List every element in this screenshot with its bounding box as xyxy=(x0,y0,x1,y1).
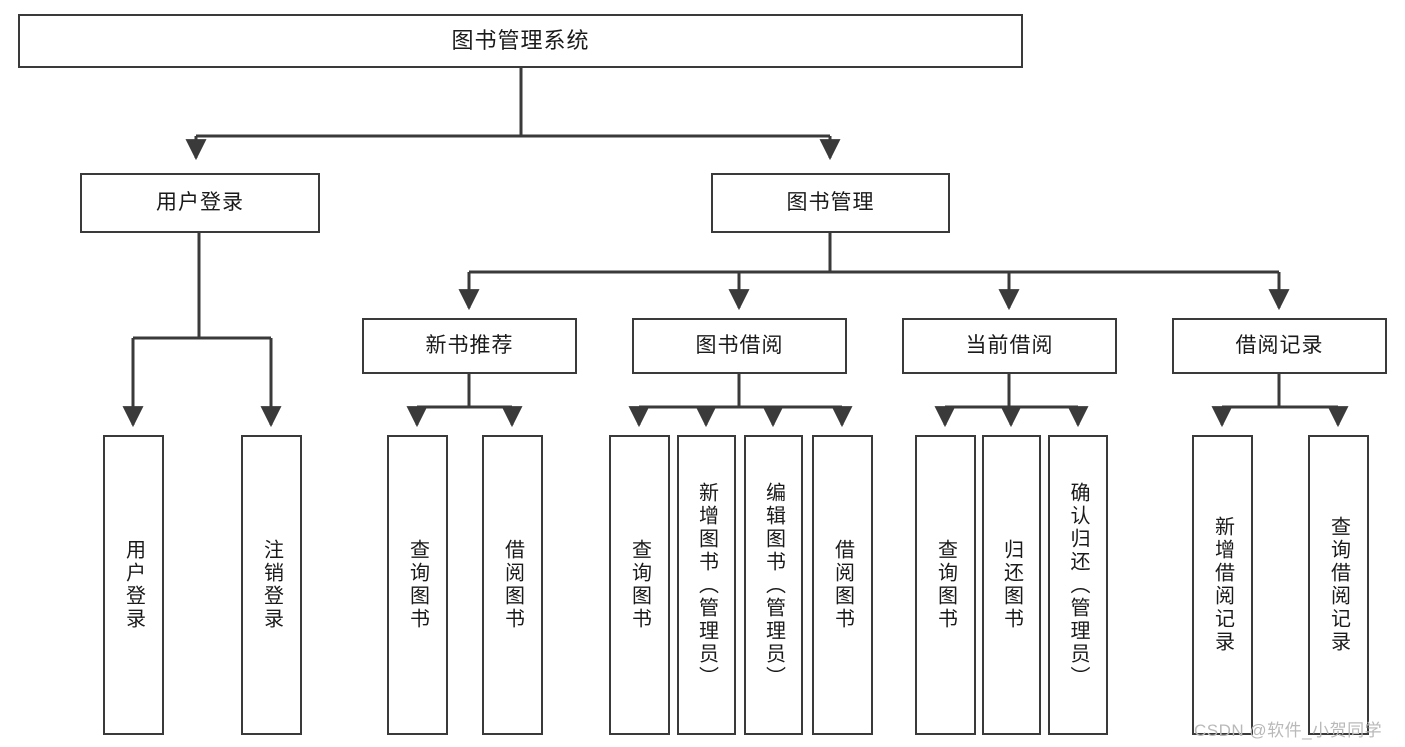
leaf-return-book[interactable]: 归还图书 xyxy=(982,435,1041,735)
leaf-borrow-book-1[interactable]: 借阅图书 xyxy=(482,435,543,735)
leaf-add-book[interactable]: 新增图书（管理员） xyxy=(677,435,736,735)
node-label: 查询借阅记录 xyxy=(1327,516,1350,654)
node-book-borrow[interactable]: 图书借阅 xyxy=(632,318,847,374)
node-label: 图书借阅 xyxy=(695,333,784,357)
node-label: 确认归还（管理员） xyxy=(1067,481,1089,689)
leaf-add-record[interactable]: 新增借阅记录 xyxy=(1192,435,1253,735)
node-book-manage[interactable]: 图书管理 xyxy=(711,173,950,233)
node-label: 用户登录 xyxy=(122,539,145,631)
node-label: 新书推荐 xyxy=(425,333,514,357)
leaf-user-logout[interactable]: 注销登录 xyxy=(241,435,302,735)
leaf-user-login[interactable]: 用户登录 xyxy=(103,435,164,735)
leaf-confirm-return[interactable]: 确认归还（管理员） xyxy=(1048,435,1108,735)
csdn-watermark: CSDN @软件_小贺同学 xyxy=(1194,721,1383,740)
node-label: 新增借阅记录 xyxy=(1211,516,1234,654)
node-label: 查询图书 xyxy=(406,539,429,631)
node-current-borrow[interactable]: 当前借阅 xyxy=(902,318,1117,374)
node-label: 查询图书 xyxy=(934,539,957,631)
leaf-query-record[interactable]: 查询借阅记录 xyxy=(1308,435,1369,735)
node-label: 图书管理系统 xyxy=(451,28,590,54)
node-label: 借阅图书 xyxy=(831,539,854,631)
leaf-borrow-book-2[interactable]: 借阅图书 xyxy=(812,435,873,735)
node-label: 编辑图书（管理员） xyxy=(762,481,785,689)
node-new-book-recommend[interactable]: 新书推荐 xyxy=(362,318,577,374)
node-label: 借阅记录 xyxy=(1235,333,1324,357)
node-label: 查询图书 xyxy=(628,539,651,631)
node-user-login[interactable]: 用户登录 xyxy=(80,173,320,233)
leaf-edit-book[interactable]: 编辑图书（管理员） xyxy=(744,435,803,735)
node-label: 借阅图书 xyxy=(501,539,524,631)
node-label: 注销登录 xyxy=(260,539,283,631)
node-borrow-record[interactable]: 借阅记录 xyxy=(1172,318,1387,374)
node-book-management-system[interactable]: 图书管理系统 xyxy=(18,14,1023,68)
leaf-query-book-3[interactable]: 查询图书 xyxy=(915,435,976,735)
node-label: 当前借阅 xyxy=(965,333,1054,357)
node-label: 新增图书（管理员） xyxy=(695,481,718,689)
node-label: 用户登录 xyxy=(156,190,244,214)
node-label: 归还图书 xyxy=(1000,539,1023,631)
leaf-query-book-1[interactable]: 查询图书 xyxy=(387,435,448,735)
leaf-query-book-2[interactable]: 查询图书 xyxy=(609,435,670,735)
node-label: 图书管理 xyxy=(786,190,875,214)
